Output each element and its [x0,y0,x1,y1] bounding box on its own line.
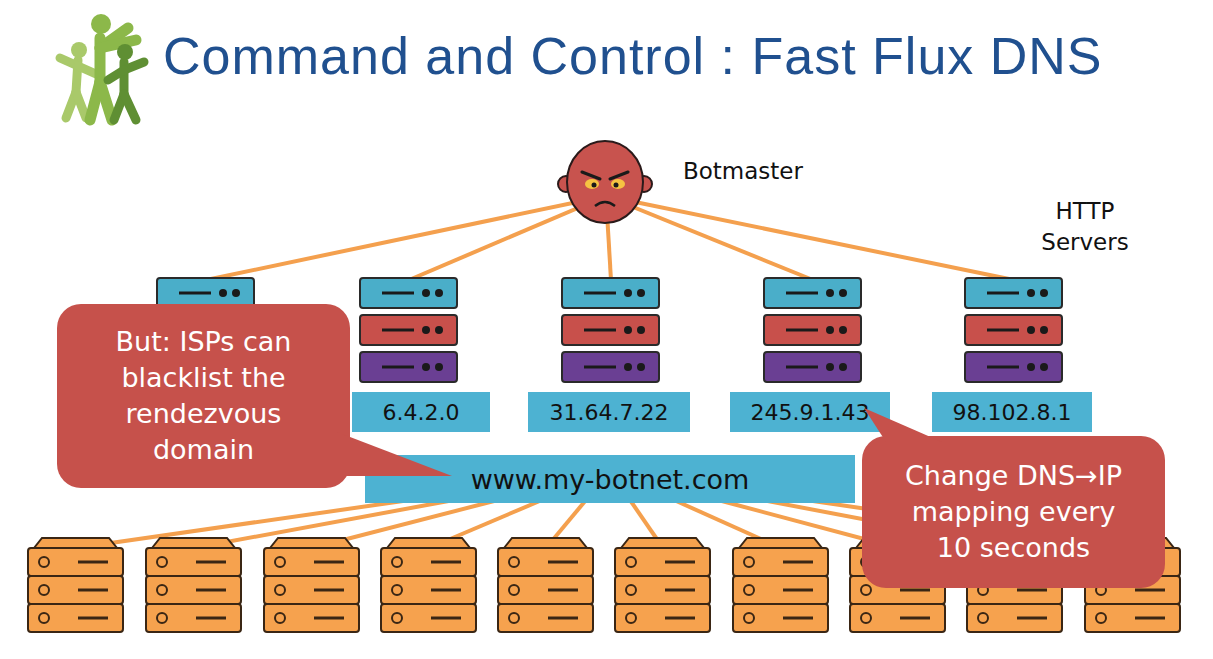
group-icon [60,14,144,120]
bot-lid [34,538,117,548]
server-unit [764,315,861,345]
server-unit [965,278,1062,308]
server-unit [562,315,659,345]
bot-unit [264,604,359,632]
ip-address-box: 245.9.1.43 [730,392,890,432]
ip-address-box: 98.102.8.1 [932,392,1092,432]
bot-unit [28,576,123,604]
bot-unit [733,576,828,604]
node-heading: Botmaster [683,158,803,184]
server-unit [562,278,659,308]
bot-unit [146,576,241,604]
bot-unit [850,604,945,632]
bot-lid [739,538,822,548]
bot-unit [733,548,828,576]
server-unit [562,352,659,382]
title: Command and Control : Fast Flux DNS [163,26,1103,86]
label: HTTP Servers [1020,196,1150,258]
bot-unit [381,548,476,576]
bot-lid [387,538,470,548]
ip-address-box: 31.64.7.22 [528,392,690,432]
bot-unit [146,604,241,632]
domain-band: www.my-botnet.com [365,455,855,503]
node-text: 31.64.7.22 [550,400,669,425]
bot-unit [381,604,476,632]
node-text: 6.4.2.0 [383,400,460,425]
bot-lid [504,538,587,548]
bot-unit [498,604,593,632]
control-line [606,196,1014,280]
bot-lid [621,538,704,548]
node-text: 245.9.1.43 [751,400,870,425]
bot-lid [152,538,235,548]
server-unit [764,352,861,382]
bot-unit [733,604,828,632]
botmaster: Botmaster [555,140,825,226]
bot-unit [28,604,123,632]
callout-tail [862,436,1165,446]
server-unit [360,315,457,345]
control-line [606,196,813,280]
botmaster-face [555,140,655,226]
bot-unit [381,576,476,604]
ip-address-box: 6.4.2.0 [352,392,490,432]
server-unit [965,352,1062,382]
server-unit [965,315,1062,345]
bot-unit [264,548,359,576]
node-text: But: ISPs can blacklist the rendezvous d… [79,324,328,468]
bot-lid [270,538,353,548]
bot-unit [615,576,710,604]
callout-tail [57,304,350,314]
bot-unit [498,548,593,576]
server-unit [360,278,457,308]
bot-unit [146,548,241,576]
callout: Change DNS→IP mapping every 10 seconds [862,436,1165,588]
server-unit [764,278,861,308]
bot-unit [28,548,123,576]
bot-unit [1085,604,1180,632]
bot-unit [498,576,593,604]
node-text: Change DNS→IP mapping every 10 seconds [892,458,1135,566]
bot-unit [615,604,710,632]
callout: But: ISPs can blacklist the rendezvous d… [57,304,350,488]
control-line [206,196,606,280]
bot-unit [264,576,359,604]
node-text: www.my-botnet.com [471,464,750,495]
node-text: 98.102.8.1 [953,400,1072,425]
server-unit [360,352,457,382]
bot-unit [967,604,1062,632]
bot-unit [615,548,710,576]
